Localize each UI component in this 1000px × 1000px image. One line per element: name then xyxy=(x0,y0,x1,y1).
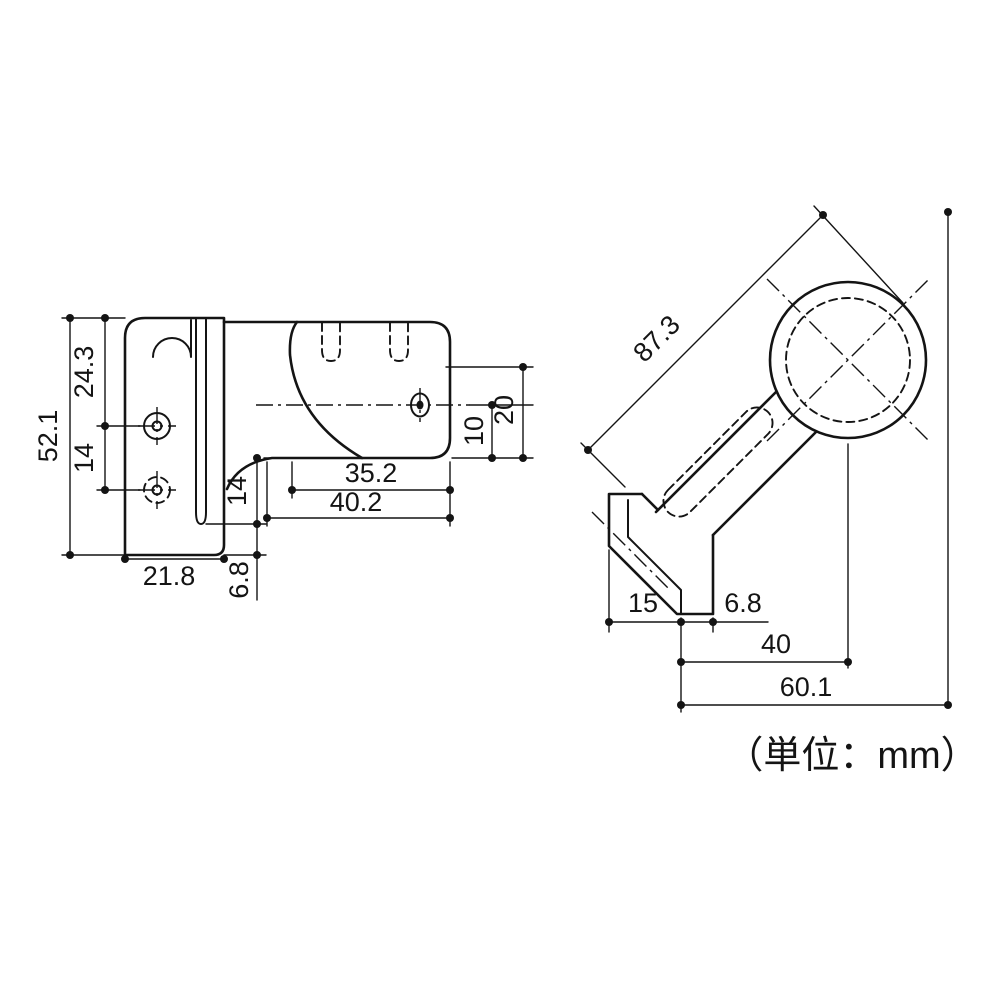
screw-hole-top xyxy=(138,407,176,445)
neck-lower-edge xyxy=(711,430,818,537)
unit-label: （単位：mm） xyxy=(725,735,978,777)
socket-arm-outline xyxy=(222,320,452,491)
dim-side-slot-bottom-gap: 6.8 xyxy=(224,561,254,599)
side-view: 52.1 24.3 14 21.8 14 6.8 35.2 40.2 xyxy=(33,314,534,601)
ball-hidden-circle xyxy=(785,297,911,423)
pivot-hole xyxy=(410,388,430,422)
socket-curve xyxy=(288,320,364,460)
hidden-slot-left xyxy=(321,322,341,362)
screw-hole-bottom xyxy=(138,471,176,509)
dim-side-slot-to-arm: 14 xyxy=(222,476,252,506)
dim-top-foot-to-center: 40 xyxy=(761,629,791,659)
side-view-dimensions: 52.1 24.3 14 21.8 14 6.8 35.2 40.2 xyxy=(33,314,534,601)
neck-hidden-slot xyxy=(662,406,774,518)
hidden-slot-right xyxy=(389,322,409,362)
dim-side-socket-depth: 35.2 xyxy=(345,458,398,488)
dim-top-foot-thickness: 6.8 xyxy=(724,588,762,618)
foot-top-edge xyxy=(640,492,660,512)
dim-top-overall-width: 60.1 xyxy=(780,672,833,702)
dim-side-hole-to-base: 10 xyxy=(459,416,489,446)
dim-side-total-height: 52.1 xyxy=(33,410,63,463)
keyhole-slot xyxy=(195,317,207,525)
top-view: 87.3 15 6.8 40 60.1 xyxy=(580,205,952,713)
foot-step-lines xyxy=(627,499,682,615)
top-view-dimensions: 87.3 15 6.8 40 60.1 xyxy=(580,205,952,713)
mounting-plate-outline xyxy=(123,316,226,557)
hook-detail xyxy=(152,319,192,358)
dim-top-foot-width: 15 xyxy=(628,588,658,618)
foot-centerline xyxy=(591,511,669,589)
foot-outline xyxy=(607,492,715,616)
dim-top-overall-length: 87.3 xyxy=(627,309,685,367)
dim-side-arm-height: 20 xyxy=(489,395,519,425)
ball-centerlines xyxy=(766,278,930,442)
dim-side-hole-pitch: 14 xyxy=(69,443,99,473)
dim-side-hole-offset-top: 24.3 xyxy=(69,346,99,399)
ball-knob xyxy=(768,280,928,440)
dim-side-arm-length: 40.2 xyxy=(330,487,383,517)
dim-side-base-width: 21.8 xyxy=(143,561,196,591)
neck-upper-edge xyxy=(654,390,778,514)
